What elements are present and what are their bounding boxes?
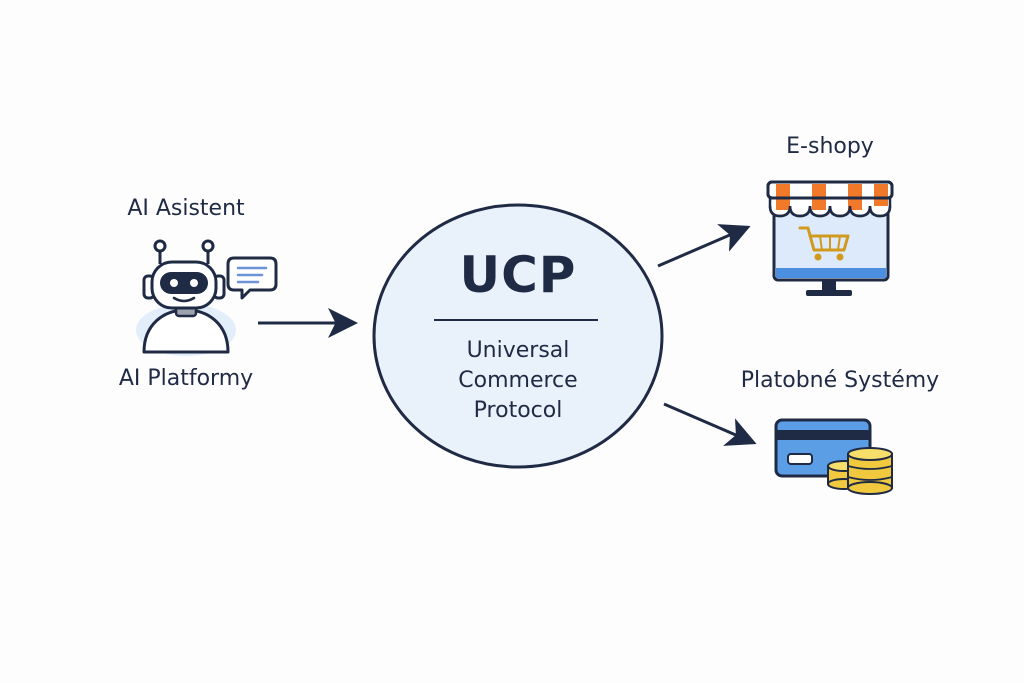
ucp-subtitle-line-2: Commerce <box>458 368 578 393</box>
robot-icon <box>136 239 236 356</box>
ucp-subtitle-line-1: Universal <box>466 338 570 363</box>
ucp-subtitle-line-3: Protocol <box>473 398 563 423</box>
ucp-title: UCP <box>459 246 577 304</box>
ai-platformy-label: AI Platformy <box>118 366 254 391</box>
ai-asistent-label: AI Asistent <box>127 196 245 221</box>
coin-stack-icon <box>827 447 893 495</box>
chat-bubble-icon <box>226 256 278 300</box>
platobne-systemy-label: Platobné Systémy <box>740 368 940 393</box>
arrow-ucp-to-eshopy <box>657 224 751 268</box>
arrow-ucp-to-platobne <box>663 402 757 446</box>
ucp-circle <box>372 203 664 469</box>
eshopy-label: E-shopy <box>786 134 874 159</box>
shopping-cart-icon <box>798 226 850 261</box>
